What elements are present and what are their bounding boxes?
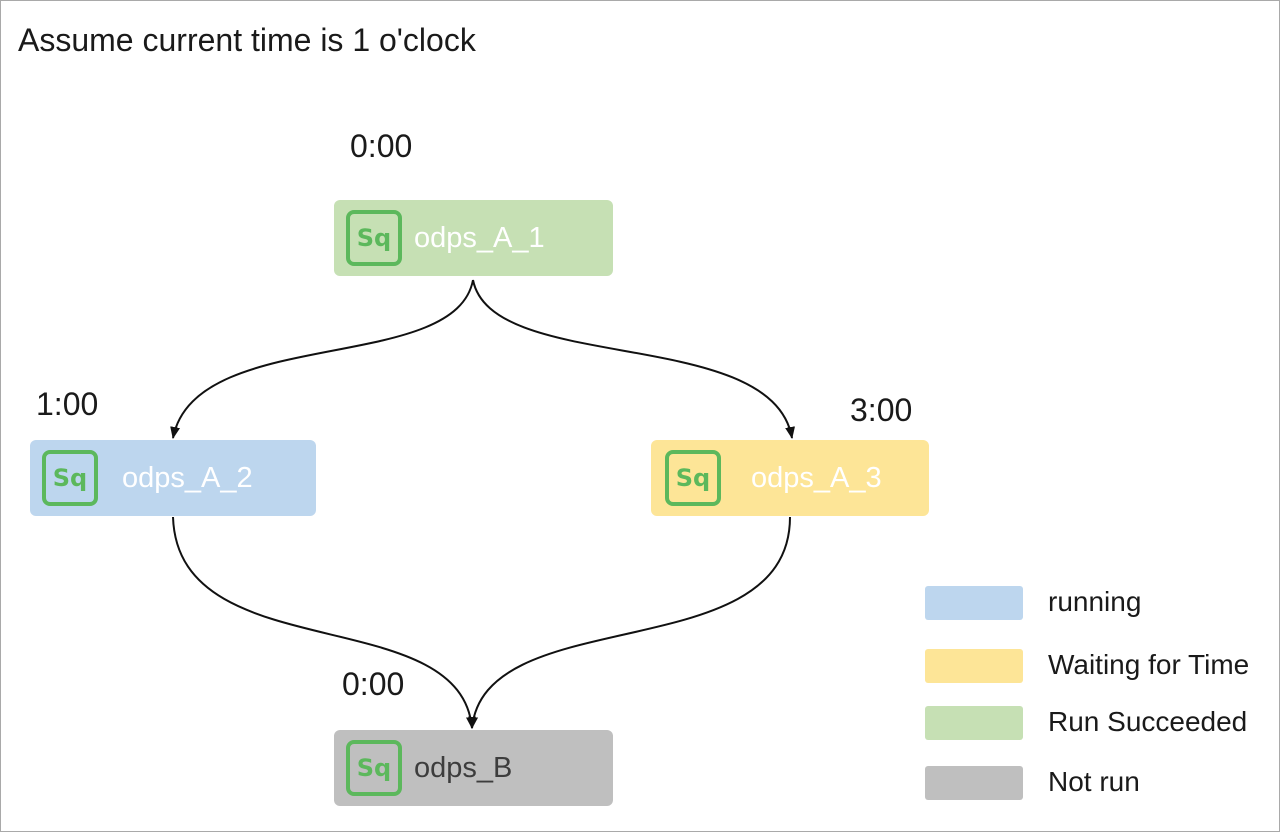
legend-label-succeeded: Run Succeeded (1048, 706, 1248, 737)
sql-task-icon: Sq (346, 740, 402, 796)
time-label-a2: 1:00 (36, 386, 99, 422)
node-label: odps_A_2 (122, 461, 253, 494)
sql-task-icon: Sq (665, 450, 721, 506)
node-label: odps_B (414, 751, 513, 784)
sql-task-icon: Sq (346, 210, 402, 266)
legend-swatch-running (925, 586, 1023, 620)
node-label: odps_A_3 (751, 461, 882, 494)
node-odps-b[interactable]: Sq odps_B (334, 730, 613, 806)
time-label-a1: 0:00 (350, 128, 413, 164)
edge-a1-to-a3 (472, 279, 795, 439)
legend-label-waiting: Waiting for Time (1048, 649, 1250, 680)
edge-a3-to-b (468, 516, 791, 729)
legend-swatch-waiting (925, 649, 1023, 683)
legend-swatch-succeeded (925, 706, 1023, 740)
time-label-b: 0:00 (342, 666, 405, 702)
diagram-title: Assume current time is 1 o'clock (18, 22, 476, 58)
legend-label-running: running (1048, 586, 1142, 617)
sql-task-icon: Sq (42, 450, 98, 506)
edge-a2-to-b (172, 516, 476, 729)
time-label-a3: 3:00 (850, 392, 913, 428)
node-odps-a1[interactable]: Sq odps_A_1 (334, 200, 613, 276)
edge-a1-to-a2 (170, 279, 474, 439)
legend-swatch-not-run (925, 766, 1023, 800)
node-odps-a2[interactable]: Sq odps_A_2 (30, 440, 316, 516)
node-label: odps_A_1 (414, 221, 545, 254)
node-odps-a3[interactable]: Sq odps_A_3 (651, 440, 929, 516)
legend-label-not-run: Not run (1048, 766, 1140, 797)
